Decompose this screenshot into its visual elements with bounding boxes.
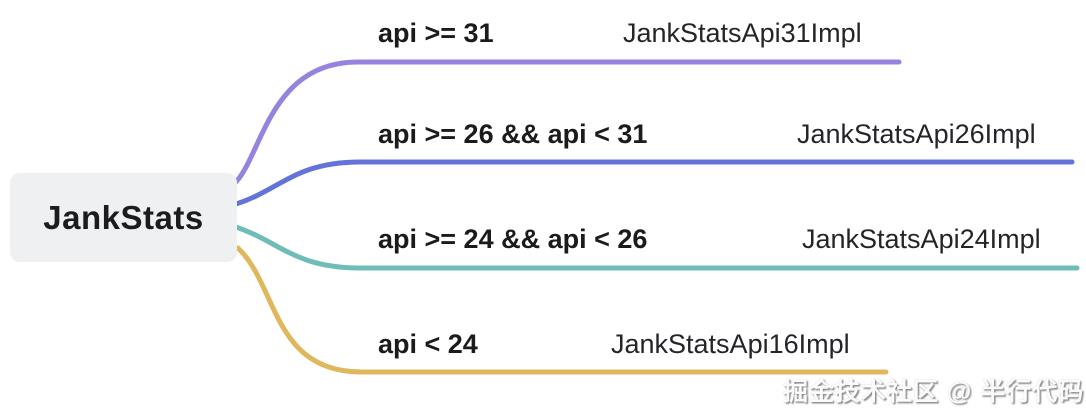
branch-impl-api26[interactable]: JankStatsApi26Impl [797,119,1036,149]
branch-condition-api31[interactable]: api >= 31 [378,18,494,48]
branch-condition-api24[interactable]: api >= 24 && api < 26 [378,224,648,254]
branch-impl-api31[interactable]: JankStatsApi31Impl [623,18,862,48]
branch-impl-api24[interactable]: JankStatsApi24Impl [802,224,1041,254]
branch-link-api16 [235,245,889,375]
branch-link-api24 [233,224,1080,271]
branch-link-api26 [233,159,1075,207]
branch-impl-api16[interactable]: JankStatsApi16Impl [611,329,850,359]
watermark: 掘金技术社区 @ 半行代码 [783,378,1085,406]
root-node[interactable]: JankStats [10,173,237,262]
branch-condition-api16[interactable]: api < 24 [378,329,478,359]
branch-link-api31 [231,59,902,187]
root-node-label: JankStats [43,198,204,236]
branch-condition-api26[interactable]: api >= 26 && api < 31 [378,119,648,149]
